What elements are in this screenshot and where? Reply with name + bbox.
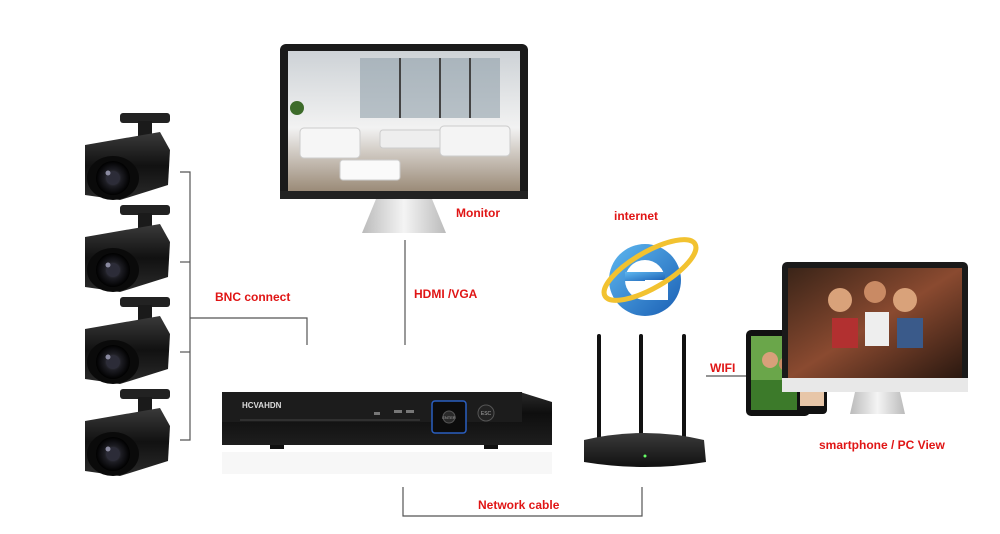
- camera-icon: [85, 389, 170, 476]
- camera-icon: [85, 205, 170, 292]
- hdmi-vga-label: HDMI /VGA: [414, 287, 478, 301]
- monitor-label: Monitor: [456, 206, 500, 220]
- camera-icon: [85, 113, 170, 200]
- bnc-bracket-line: [180, 171, 191, 441]
- camera-stack: [85, 113, 170, 476]
- wifi-label: WIFI: [710, 361, 736, 375]
- router-icon: [584, 334, 706, 467]
- bnc-connect-line: [190, 317, 308, 345]
- dvr-brand-label: HCVAHDN: [242, 401, 282, 410]
- dvr-esc-label: ESC: [481, 411, 492, 417]
- network-cable-line: [402, 487, 643, 517]
- camera-icon: [85, 297, 170, 384]
- pc-monitor-icon: [782, 262, 968, 414]
- dvr-enter-label: ENTER: [442, 415, 456, 420]
- monitor-icon: [280, 44, 528, 233]
- connection-lines: [180, 171, 746, 517]
- smartphone-pc-view-label: smartphone / PC View: [819, 438, 945, 452]
- internet-label: internet: [614, 209, 659, 223]
- bnc-connect-label: BNC connect: [215, 290, 291, 304]
- dvr-icon: ENTER ESC HCVAHDN: [222, 392, 552, 474]
- internet-explorer-icon: [601, 237, 699, 316]
- network-cable-label: Network cable: [478, 498, 560, 512]
